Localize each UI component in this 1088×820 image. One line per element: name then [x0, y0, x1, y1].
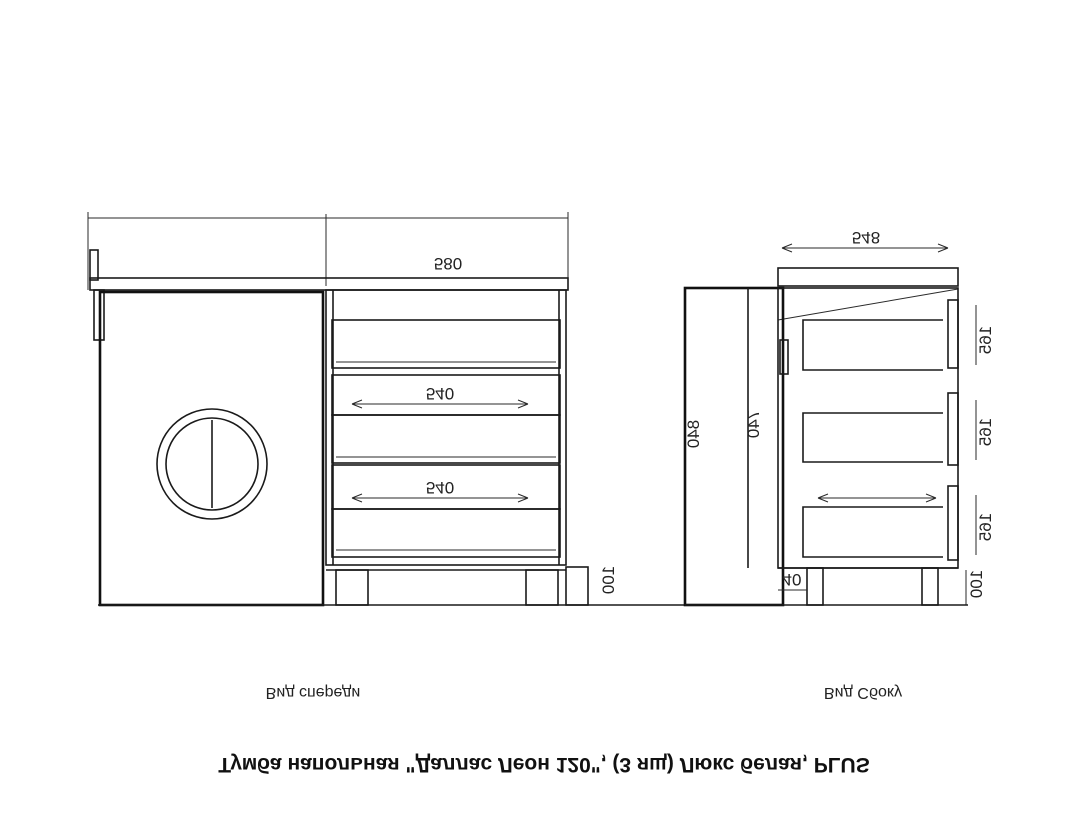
- leg-height-bracket: [565, 566, 589, 606]
- drawer-width-arrows-2: [351, 493, 529, 503]
- dim-drawer-540-2: 540: [426, 478, 454, 497]
- drawer-front-2: [331, 414, 561, 464]
- dim-toe-kick-40: 40: [783, 570, 802, 589]
- dim-drawer-height-165-2: 165: [976, 418, 995, 446]
- depth-arrows: [781, 243, 949, 253]
- side-drawer-2: [802, 412, 943, 463]
- dim-leg-100-side: 100: [967, 570, 986, 598]
- drawer-front-3: [331, 508, 561, 558]
- side-drawer-1: [802, 319, 943, 371]
- drawing-title: Тумба напольная "Даллас Леон 120", (3 ящ…: [218, 753, 869, 776]
- countertop-end: [89, 249, 99, 281]
- side-leg-front: [921, 567, 939, 606]
- side-leg-back: [806, 567, 824, 606]
- side-view-caption: Вид Сбоку: [824, 684, 902, 701]
- washing-machine-door-inner: [165, 417, 259, 511]
- cabinet-body: [325, 289, 567, 566]
- leg-right: [335, 569, 369, 606]
- slide-arrows: [817, 493, 937, 503]
- dim-height-740: 740: [744, 410, 763, 438]
- side-drawer-3: [802, 506, 943, 558]
- side-countertop: [777, 267, 959, 287]
- dim-drawer-540-1: 540: [426, 384, 454, 403]
- dim-depth-548: 548: [852, 228, 880, 247]
- front-view: 580 540 540: [87, 212, 688, 701]
- leg-left: [525, 569, 559, 606]
- mirrored-drawing: 580 540 540: [87, 212, 995, 776]
- dim-height-840: 840: [684, 420, 703, 448]
- front-view-caption: Вид спереди: [266, 684, 361, 701]
- side-handle: [779, 339, 789, 375]
- drawer-width-arrows-1: [351, 399, 529, 409]
- washing-machine-door-outer: [156, 408, 268, 520]
- dim-drawer-height-165-1: 165: [976, 326, 995, 354]
- side-front-1: [947, 299, 959, 369]
- side-view: 548 840 740 165 165: [683, 228, 995, 701]
- dim-width-580: 580: [434, 254, 462, 273]
- dim-leg-100-front: 100: [599, 566, 618, 594]
- side-cabinet-body: [777, 287, 959, 569]
- dim-drawer-height-165-3: 165: [976, 513, 995, 541]
- side-front-2: [947, 392, 959, 466]
- drawer-front-1: [331, 319, 561, 369]
- side-front-3: [947, 485, 959, 561]
- countertop-overhang-line: [777, 288, 959, 321]
- countertop: [89, 277, 569, 291]
